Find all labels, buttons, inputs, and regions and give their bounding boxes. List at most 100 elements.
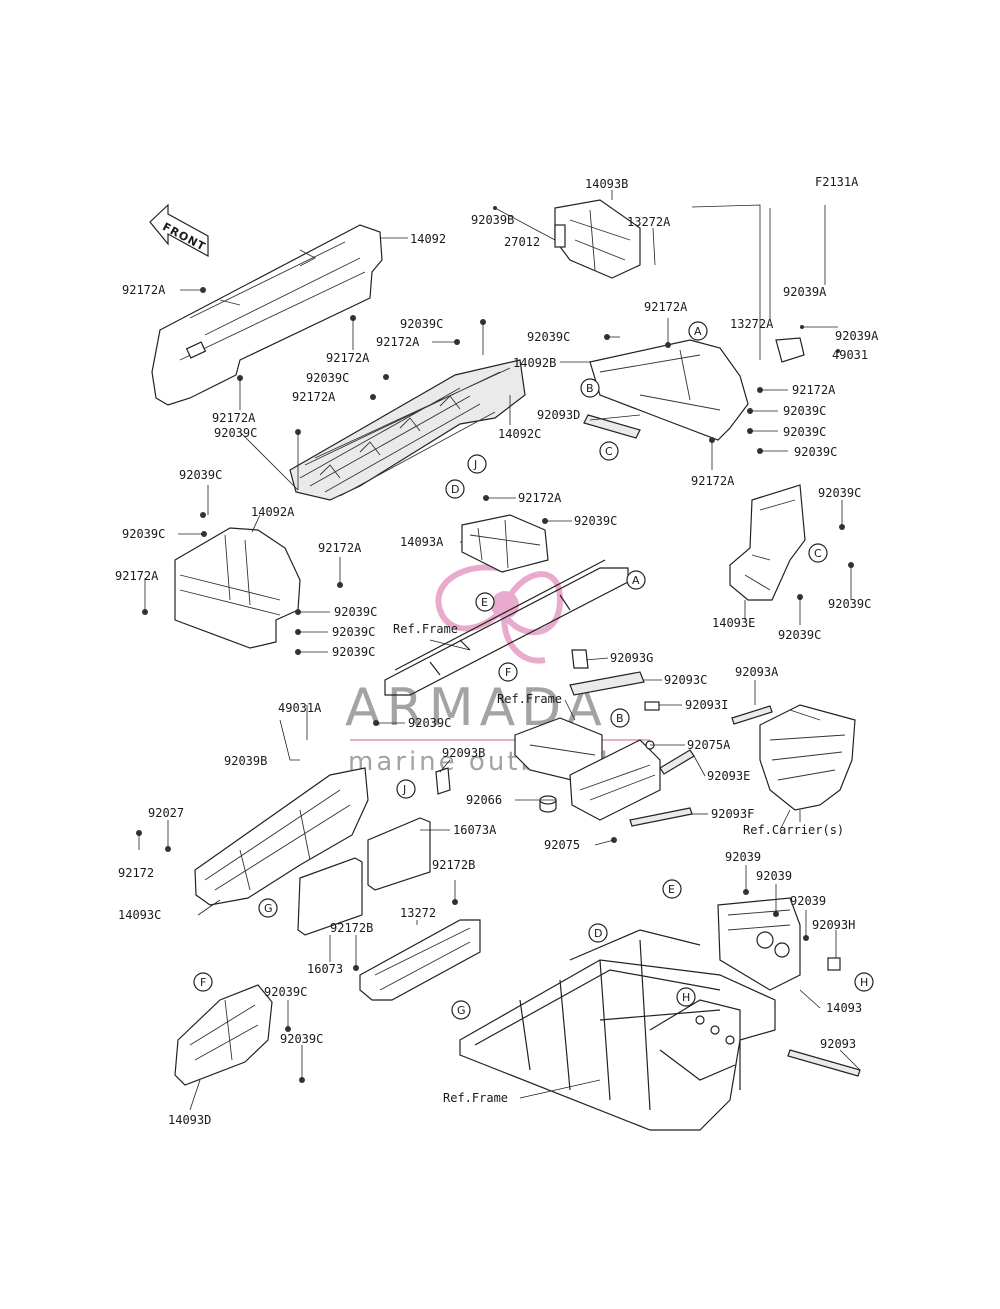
- part-92093-strip: [787, 1049, 861, 1077]
- callout-b-2: B: [610, 708, 630, 728]
- label-ref-frame-2: Ref.Frame: [497, 692, 562, 706]
- svg-text:J: J: [402, 783, 406, 796]
- label-92172A-3: 92172A: [212, 411, 256, 425]
- front-arrow-icon: FRONT: [149, 203, 209, 258]
- label-92172B-1: 92172B: [432, 858, 475, 872]
- label-92093I: 92093I: [685, 698, 728, 712]
- callout-c-2: C: [808, 543, 828, 563]
- callout-j-1: J: [467, 454, 487, 474]
- part-14092B-panel: [583, 339, 749, 441]
- label-92093E: 92093E: [707, 769, 750, 783]
- label-92093A: 92093A: [735, 665, 779, 679]
- svg-text:A: A: [694, 325, 702, 338]
- label-92093H: 92093H: [812, 918, 855, 932]
- part-14093-panel: [717, 897, 841, 991]
- label-92039C-o: 92039C: [828, 597, 871, 611]
- label-92093C: 92093C: [664, 673, 707, 687]
- part-13272-plate: [359, 919, 481, 1001]
- part-14093E-panel: [729, 484, 806, 601]
- callout-d-2: D: [588, 923, 608, 943]
- part-14093A-tray: [461, 514, 549, 573]
- callout-a-1: A: [688, 321, 708, 341]
- part-16073-panel: [297, 857, 363, 936]
- callout-f-1: F: [498, 662, 518, 682]
- part-92093E-strip: [659, 749, 695, 775]
- label-14093D: 14093D: [168, 1113, 211, 1127]
- svg-text:C: C: [814, 547, 822, 560]
- label-92039C-a: 92039C: [214, 426, 257, 440]
- callout-a-2: A: [626, 570, 646, 590]
- label-92039C-e: 92039C: [783, 404, 826, 418]
- label-92093F: 92093F: [711, 807, 754, 821]
- part-92093A-carrier: [731, 704, 856, 811]
- label-92039C-p: 92039C: [778, 628, 821, 642]
- part-14092-panel: [151, 224, 383, 406]
- callout-b-1: B: [580, 378, 600, 398]
- label-ref-frame-3: Ref.Frame: [443, 1091, 508, 1105]
- callout-e-2: E: [662, 879, 682, 899]
- label-16073A: 16073A: [453, 823, 497, 837]
- callout-d-1: D: [445, 479, 465, 499]
- label-ref-carrier: Ref.Carrier(s): [743, 823, 844, 837]
- label-92039C-s: 92039C: [280, 1032, 323, 1046]
- svg-text:D: D: [594, 927, 602, 940]
- label-13272A-r: 13272A: [730, 317, 774, 331]
- callout-markers: A B C D J E A F C B J G E D H H G F: [193, 321, 874, 1020]
- label-92039A-2: 92039A: [835, 329, 879, 343]
- label-16073: 16073: [307, 962, 343, 976]
- label-92093G: 92093G: [610, 651, 653, 665]
- part-14093D-panel: [174, 984, 273, 1086]
- label-92172A-2: 92172A: [326, 351, 370, 365]
- label-92039C-r: 92039C: [264, 985, 307, 999]
- label-92172A-10: 92172A: [115, 569, 159, 583]
- callout-f-2: F: [193, 972, 213, 992]
- svg-text:H: H: [860, 976, 868, 989]
- label-92039C-b: 92039C: [400, 317, 443, 331]
- svg-text:E: E: [668, 883, 675, 896]
- label-14093C: 14093C: [118, 908, 161, 922]
- callout-h-2: H: [854, 972, 874, 992]
- label-92172: 92172: [118, 866, 154, 880]
- label-92039C-j: 92039C: [334, 605, 377, 619]
- diagram-code: F2131A: [815, 175, 859, 189]
- label-13272: 13272: [400, 906, 436, 920]
- label-92172A-6: 92172A: [644, 300, 688, 314]
- part-14093B-bracket: [554, 199, 641, 279]
- callout-g-2: G: [451, 1000, 471, 1020]
- part-labels: 14093B 92039B 27012 13272A 14092 92172A …: [115, 177, 879, 1127]
- label-14092A: 14092A: [251, 505, 295, 519]
- callout-h-1: H: [676, 987, 696, 1007]
- part-92093I-pad: [644, 701, 660, 711]
- callout-e-1: E: [475, 592, 495, 612]
- label-92172A-8: 92172A: [691, 474, 735, 488]
- label-92039C-c: 92039C: [306, 371, 349, 385]
- label-14093: 14093: [826, 1001, 862, 1015]
- label-92027: 92027: [148, 806, 184, 820]
- label-92172A-9: 92172A: [318, 541, 362, 555]
- part-14093C-panel: [194, 767, 369, 906]
- label-92039-3: 92039: [790, 894, 826, 908]
- label-27012: 27012: [504, 235, 540, 249]
- label-92172A-5: 92172A: [292, 390, 336, 404]
- label-14092C: 14092C: [498, 427, 541, 441]
- part-92093C-strip: [569, 671, 645, 696]
- label-92039A-1: 92039A: [783, 285, 827, 299]
- part-49031-bracket: [775, 337, 805, 363]
- label-92039C-f: 92039C: [783, 425, 826, 439]
- part-92093G-block: [571, 649, 589, 669]
- part-center-box: [514, 649, 695, 827]
- svg-text:B: B: [616, 712, 624, 725]
- armada-watermark: ARMADA marine outboards: [345, 564, 650, 777]
- label-92039B-l: 92039B: [224, 754, 267, 768]
- part-92093B-block: [435, 767, 451, 795]
- label-92039-2: 92039: [756, 869, 792, 883]
- part-14092C-floor-mat: [289, 359, 526, 501]
- svg-text:F: F: [505, 666, 511, 679]
- callout-c-1: C: [599, 441, 619, 461]
- svg-text:B: B: [586, 382, 594, 395]
- label-92039C-n: 92039C: [818, 486, 861, 500]
- main-frame: [459, 929, 776, 1131]
- label-13272A-top: 13272A: [627, 215, 671, 229]
